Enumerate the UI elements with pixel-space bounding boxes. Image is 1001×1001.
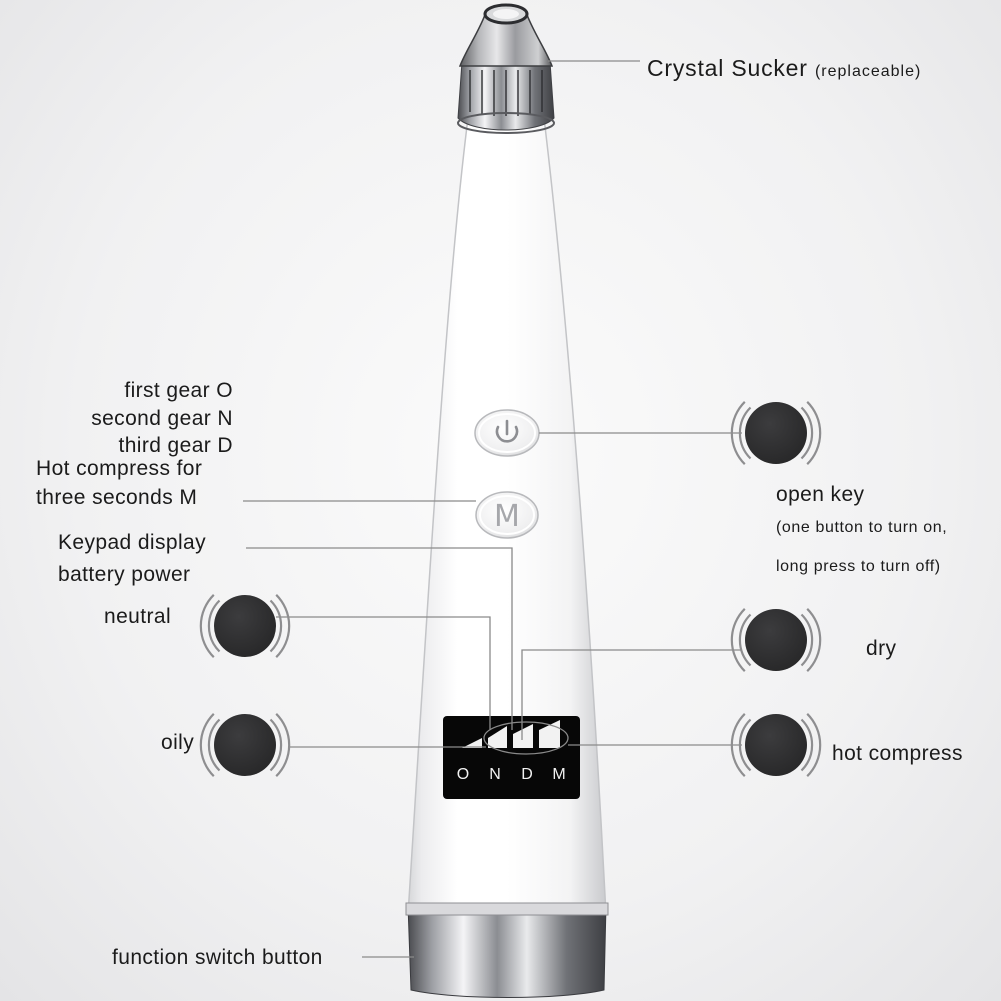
label-function-switch: function switch button bbox=[112, 946, 323, 969]
label-keypad-display: Keypad display bbox=[58, 531, 207, 554]
screen-mode-letters: O N D M bbox=[452, 766, 570, 784]
screen-letter-n: N bbox=[489, 766, 501, 783]
oily-dot bbox=[214, 714, 276, 776]
label-neutral: neutral bbox=[104, 605, 172, 628]
indicator-neutral bbox=[199, 594, 291, 658]
screen-letter-m: M bbox=[552, 766, 566, 783]
indicator-hot-compress bbox=[730, 713, 822, 777]
indicator-open-key bbox=[730, 401, 822, 465]
hot-compress-dot bbox=[745, 714, 807, 776]
m-button-letter: M bbox=[494, 499, 520, 534]
m-button bbox=[475, 491, 539, 539]
label-hot-compress-line2: three seconds M bbox=[36, 486, 198, 509]
leader-lines bbox=[243, 60, 742, 958]
indicator-oily bbox=[199, 713, 291, 777]
screen-letter-o: O bbox=[456, 766, 470, 783]
screen-letter-d: D bbox=[521, 766, 533, 783]
neutral-dot bbox=[214, 595, 276, 657]
indicator-dry bbox=[730, 608, 822, 672]
dry-dot bbox=[745, 609, 807, 671]
label-oily: oily bbox=[161, 731, 195, 754]
label-open-key: open key bbox=[776, 483, 865, 506]
crystal-sucker-text: Crystal Sucker bbox=[647, 55, 808, 81]
battery-bars bbox=[462, 720, 560, 748]
label-crystal-sucker: Crystal Sucker (replaceable) bbox=[647, 57, 921, 80]
label-dry: dry bbox=[866, 637, 897, 660]
label-hot-compress: hot compress bbox=[832, 742, 963, 765]
label-open-key-note2: long press to turn off) bbox=[776, 558, 941, 575]
crystal-sucker bbox=[458, 11, 554, 67]
label-hot-compress-line1: Hot compress for bbox=[36, 457, 203, 480]
power-icon bbox=[495, 419, 519, 443]
function-switch-base bbox=[407, 904, 607, 998]
label-first-gear: first gear O bbox=[124, 379, 233, 402]
label-third-gear: third gear D bbox=[118, 434, 233, 457]
label-second-gear: second gear N bbox=[91, 407, 233, 430]
label-open-key-note1: (one button to turn on, bbox=[776, 519, 948, 536]
label-battery-power: battery power bbox=[58, 563, 191, 586]
crystal-sucker-note: (replaceable) bbox=[814, 63, 922, 80]
open-key-dot bbox=[745, 402, 807, 464]
